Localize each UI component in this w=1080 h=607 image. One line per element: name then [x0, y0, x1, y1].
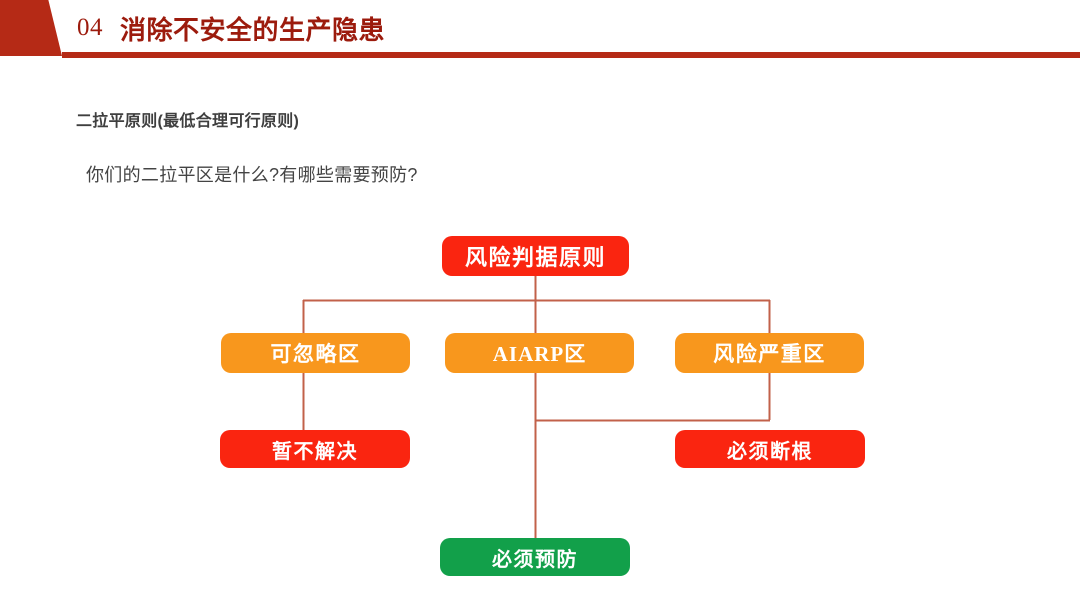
header-divider-rule — [62, 52, 1080, 58]
flow-node-prevent-action[interactable]: 必须预防 — [440, 538, 630, 576]
page-title: 04 消除不安全的生产隐患 — [77, 7, 385, 49]
lead-title: 二拉平原则(最低合理可行原则) — [76, 113, 300, 130]
section-heading: 消除不安全的生产隐患 — [120, 14, 386, 45]
flow-node-negligible-zone[interactable]: 可忽略区 — [221, 333, 410, 373]
section-number: 04 — [77, 14, 103, 41]
slide-header: 04 消除不安全的生产隐患 — [0, 0, 1080, 72]
flow-node-root[interactable]: 风险判据原则 — [442, 236, 629, 276]
flow-node-severe-risk-zone[interactable]: 风险严重区 — [675, 333, 864, 373]
lead-question: 你们的二拉平区是什么?有哪些需要预防? — [86, 165, 418, 185]
flow-node-aiarp-zone[interactable]: AIARP区 — [445, 333, 634, 373]
flow-node-defer-action[interactable]: 暂不解决 — [220, 430, 410, 468]
flow-node-eliminate-action[interactable]: 必须断根 — [675, 430, 865, 468]
